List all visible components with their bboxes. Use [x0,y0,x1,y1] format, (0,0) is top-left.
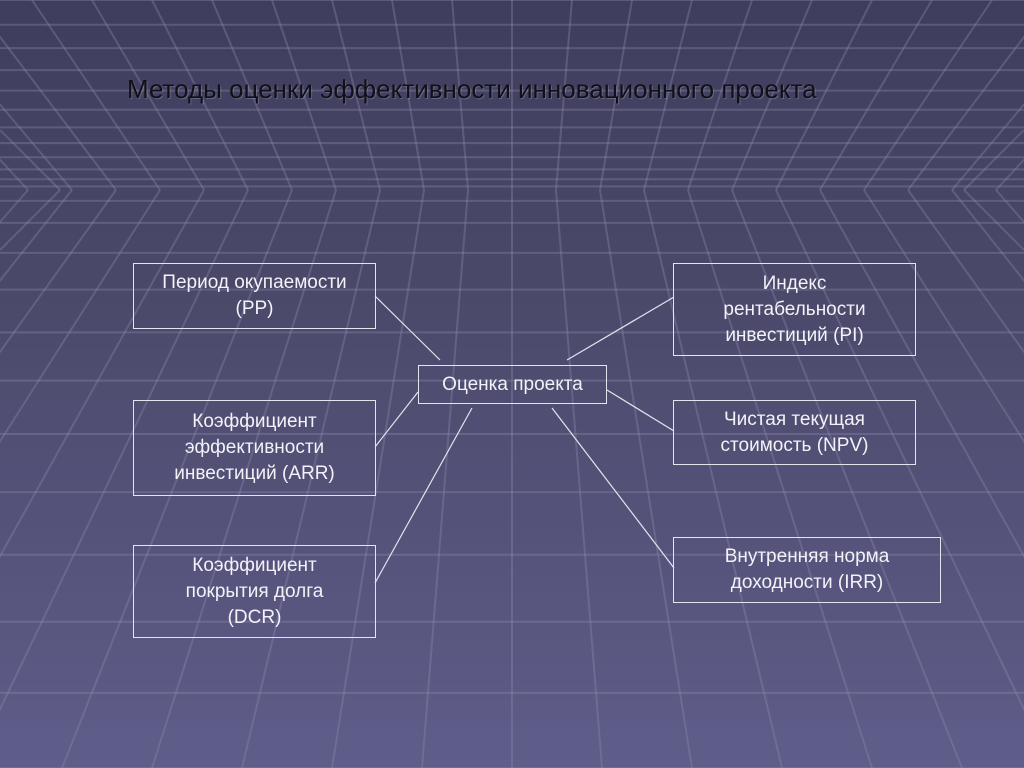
box-line: инвестиций (PI) [725,324,864,346]
box-line: Внутренняя норма [724,546,890,567]
box-debt-coverage-dcr: Коэффициент покрытия долга (DCR) [133,545,376,638]
box-line: Период окупаемости [162,272,347,293]
box-line: (DCR) [227,606,282,628]
box-line: Индекс [762,272,827,294]
box-internal-rate-irr: Внутренняя норма доходности (IRR) [673,537,941,603]
box-line: рентабельности [723,298,866,320]
connector-npv [606,389,675,432]
box-line: покрытия долга [185,580,324,602]
slide-title: Методы оценки эффективности инновационно… [127,74,817,104]
box-line: стоимость (NPV) [720,434,869,456]
box-profitability-index-pi: Индекс рентабельности инвестиций (PI) [673,263,916,356]
connector-pi [566,296,675,361]
box-net-present-value-npv: Чистая текущая стоимость (NPV) [673,400,916,465]
connector-irr [551,407,675,569]
box-line: эффективности [184,437,325,458]
box-line: (PP) [235,298,274,319]
box-line: Чистая текущая [724,408,865,430]
connector-arr [374,391,419,448]
box-line: доходности (IRR) [730,572,884,593]
box-efficiency-ratio-arr: Коэффициент эффективности инвестиций (AR… [133,400,376,496]
box-line: инвестиций (ARR) [174,463,335,484]
box-payback-period-pp: Период окупаемости (PP) [133,263,376,329]
connector-dcr [374,407,473,584]
box-line: Оценка проекта [442,373,583,395]
box-line: Коэффициент [192,411,317,432]
connector-pp [374,295,441,361]
box-line: Коэффициент [192,554,317,576]
box-center-project-evaluation: Оценка проекта [418,365,607,404]
